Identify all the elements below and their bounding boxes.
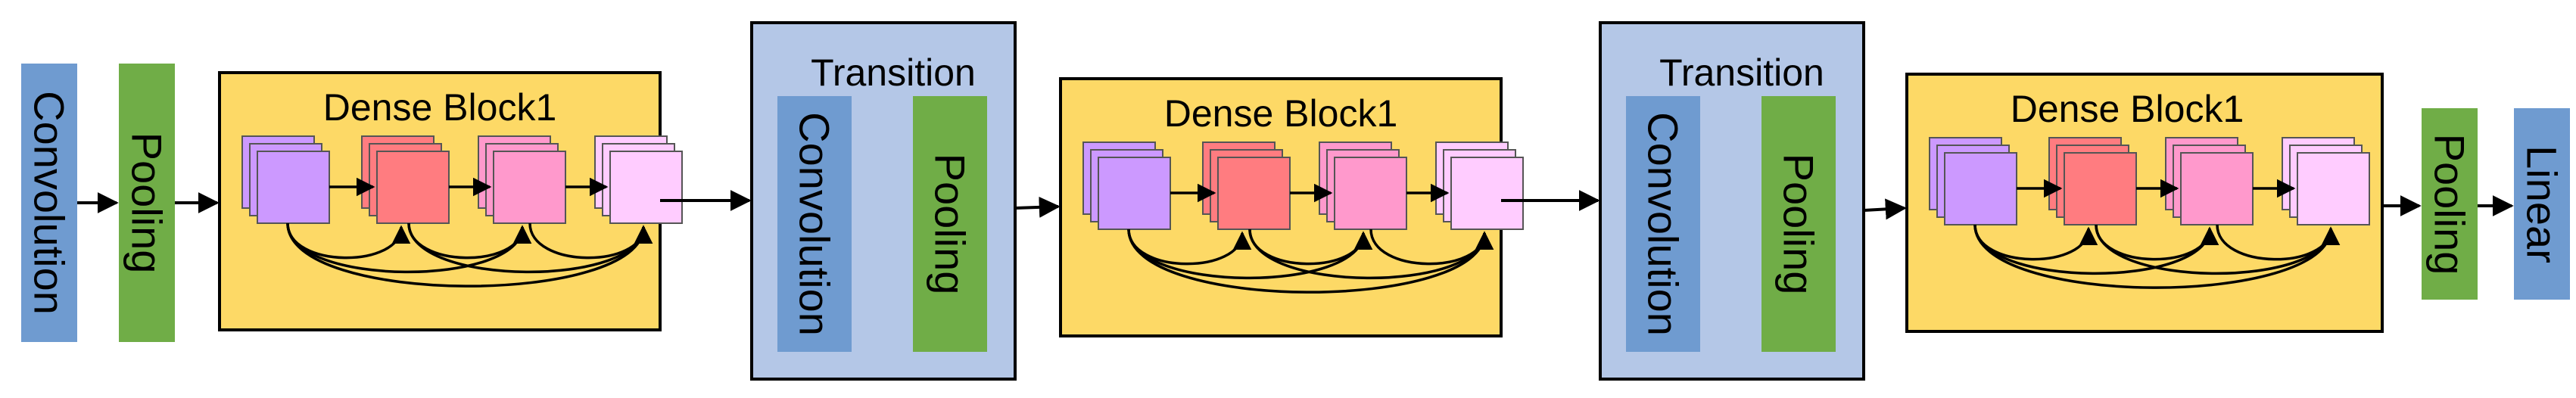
output-pooling-label: Pooling — [2426, 134, 2474, 275]
dense-layer-3 — [478, 135, 566, 224]
dense-layer-2 — [1202, 141, 1291, 230]
dense-layer-3 — [2165, 137, 2254, 225]
input-convolution: Convolution — [21, 64, 77, 342]
transition-2-title: Transition — [1659, 51, 1824, 94]
transition-1-convolution — [777, 96, 852, 352]
input-pooling: Pooling — [119, 64, 175, 342]
dense-layers-1 — [241, 135, 683, 224]
dense-connections-3 — [1973, 179, 2341, 289]
dense-block-2-title: Dense Block1 — [1164, 92, 1398, 135]
dense-layer-1 — [1082, 141, 1171, 230]
output-pooling: Pooling — [2422, 108, 2478, 300]
dense-block-1: Dense Block1 — [218, 71, 683, 331]
transition-2-convolution-label: Convolution — [1640, 112, 1687, 336]
transition-1-pooling — [913, 96, 987, 352]
linear-label: Linear — [2518, 145, 2566, 263]
arrow-4 — [1014, 196, 1061, 218]
input-convolution-label: Convolution — [26, 91, 73, 315]
transition-1: Transition Convolution Pooling — [750, 21, 1017, 381]
dense-layer-2 — [361, 135, 450, 224]
transition-2-pooling-label: Pooling — [1775, 154, 1823, 295]
dense-layer-1 — [1929, 137, 2017, 225]
dense-layer-1 — [241, 135, 330, 224]
transition-1-title: Transition — [811, 51, 976, 94]
dense-connections-2 — [1127, 183, 1494, 294]
dense-connections-1 — [286, 177, 653, 288]
dense-layer-4 — [1435, 141, 1524, 230]
transition-2-pooling — [1761, 96, 1836, 352]
dense-layer-2 — [2048, 137, 2137, 225]
dense-block-2: Dense Block1 — [1059, 77, 1524, 337]
dense-block-3: Dense Block1 — [1905, 73, 2384, 333]
arrow-6 — [1863, 198, 1907, 220]
dense-block-3-title: Dense Block1 — [2011, 88, 2244, 130]
dense-layers-2 — [1082, 141, 1524, 230]
transition-1-convolution-label: Convolution — [791, 112, 839, 336]
dense-block-1-title: Dense Block1 — [323, 86, 557, 129]
dense-layer-4 — [2282, 137, 2370, 225]
dense-layer-4 — [594, 135, 683, 224]
transition-2: Transition Convolution Pooling — [1599, 21, 1865, 381]
transition-2-convolution — [1626, 96, 1700, 352]
input-pooling-label: Pooling — [123, 132, 171, 274]
transition-1-pooling-label: Pooling — [927, 154, 974, 295]
linear-layer: Linear — [2514, 108, 2570, 300]
dense-layer-3 — [1319, 141, 1407, 230]
